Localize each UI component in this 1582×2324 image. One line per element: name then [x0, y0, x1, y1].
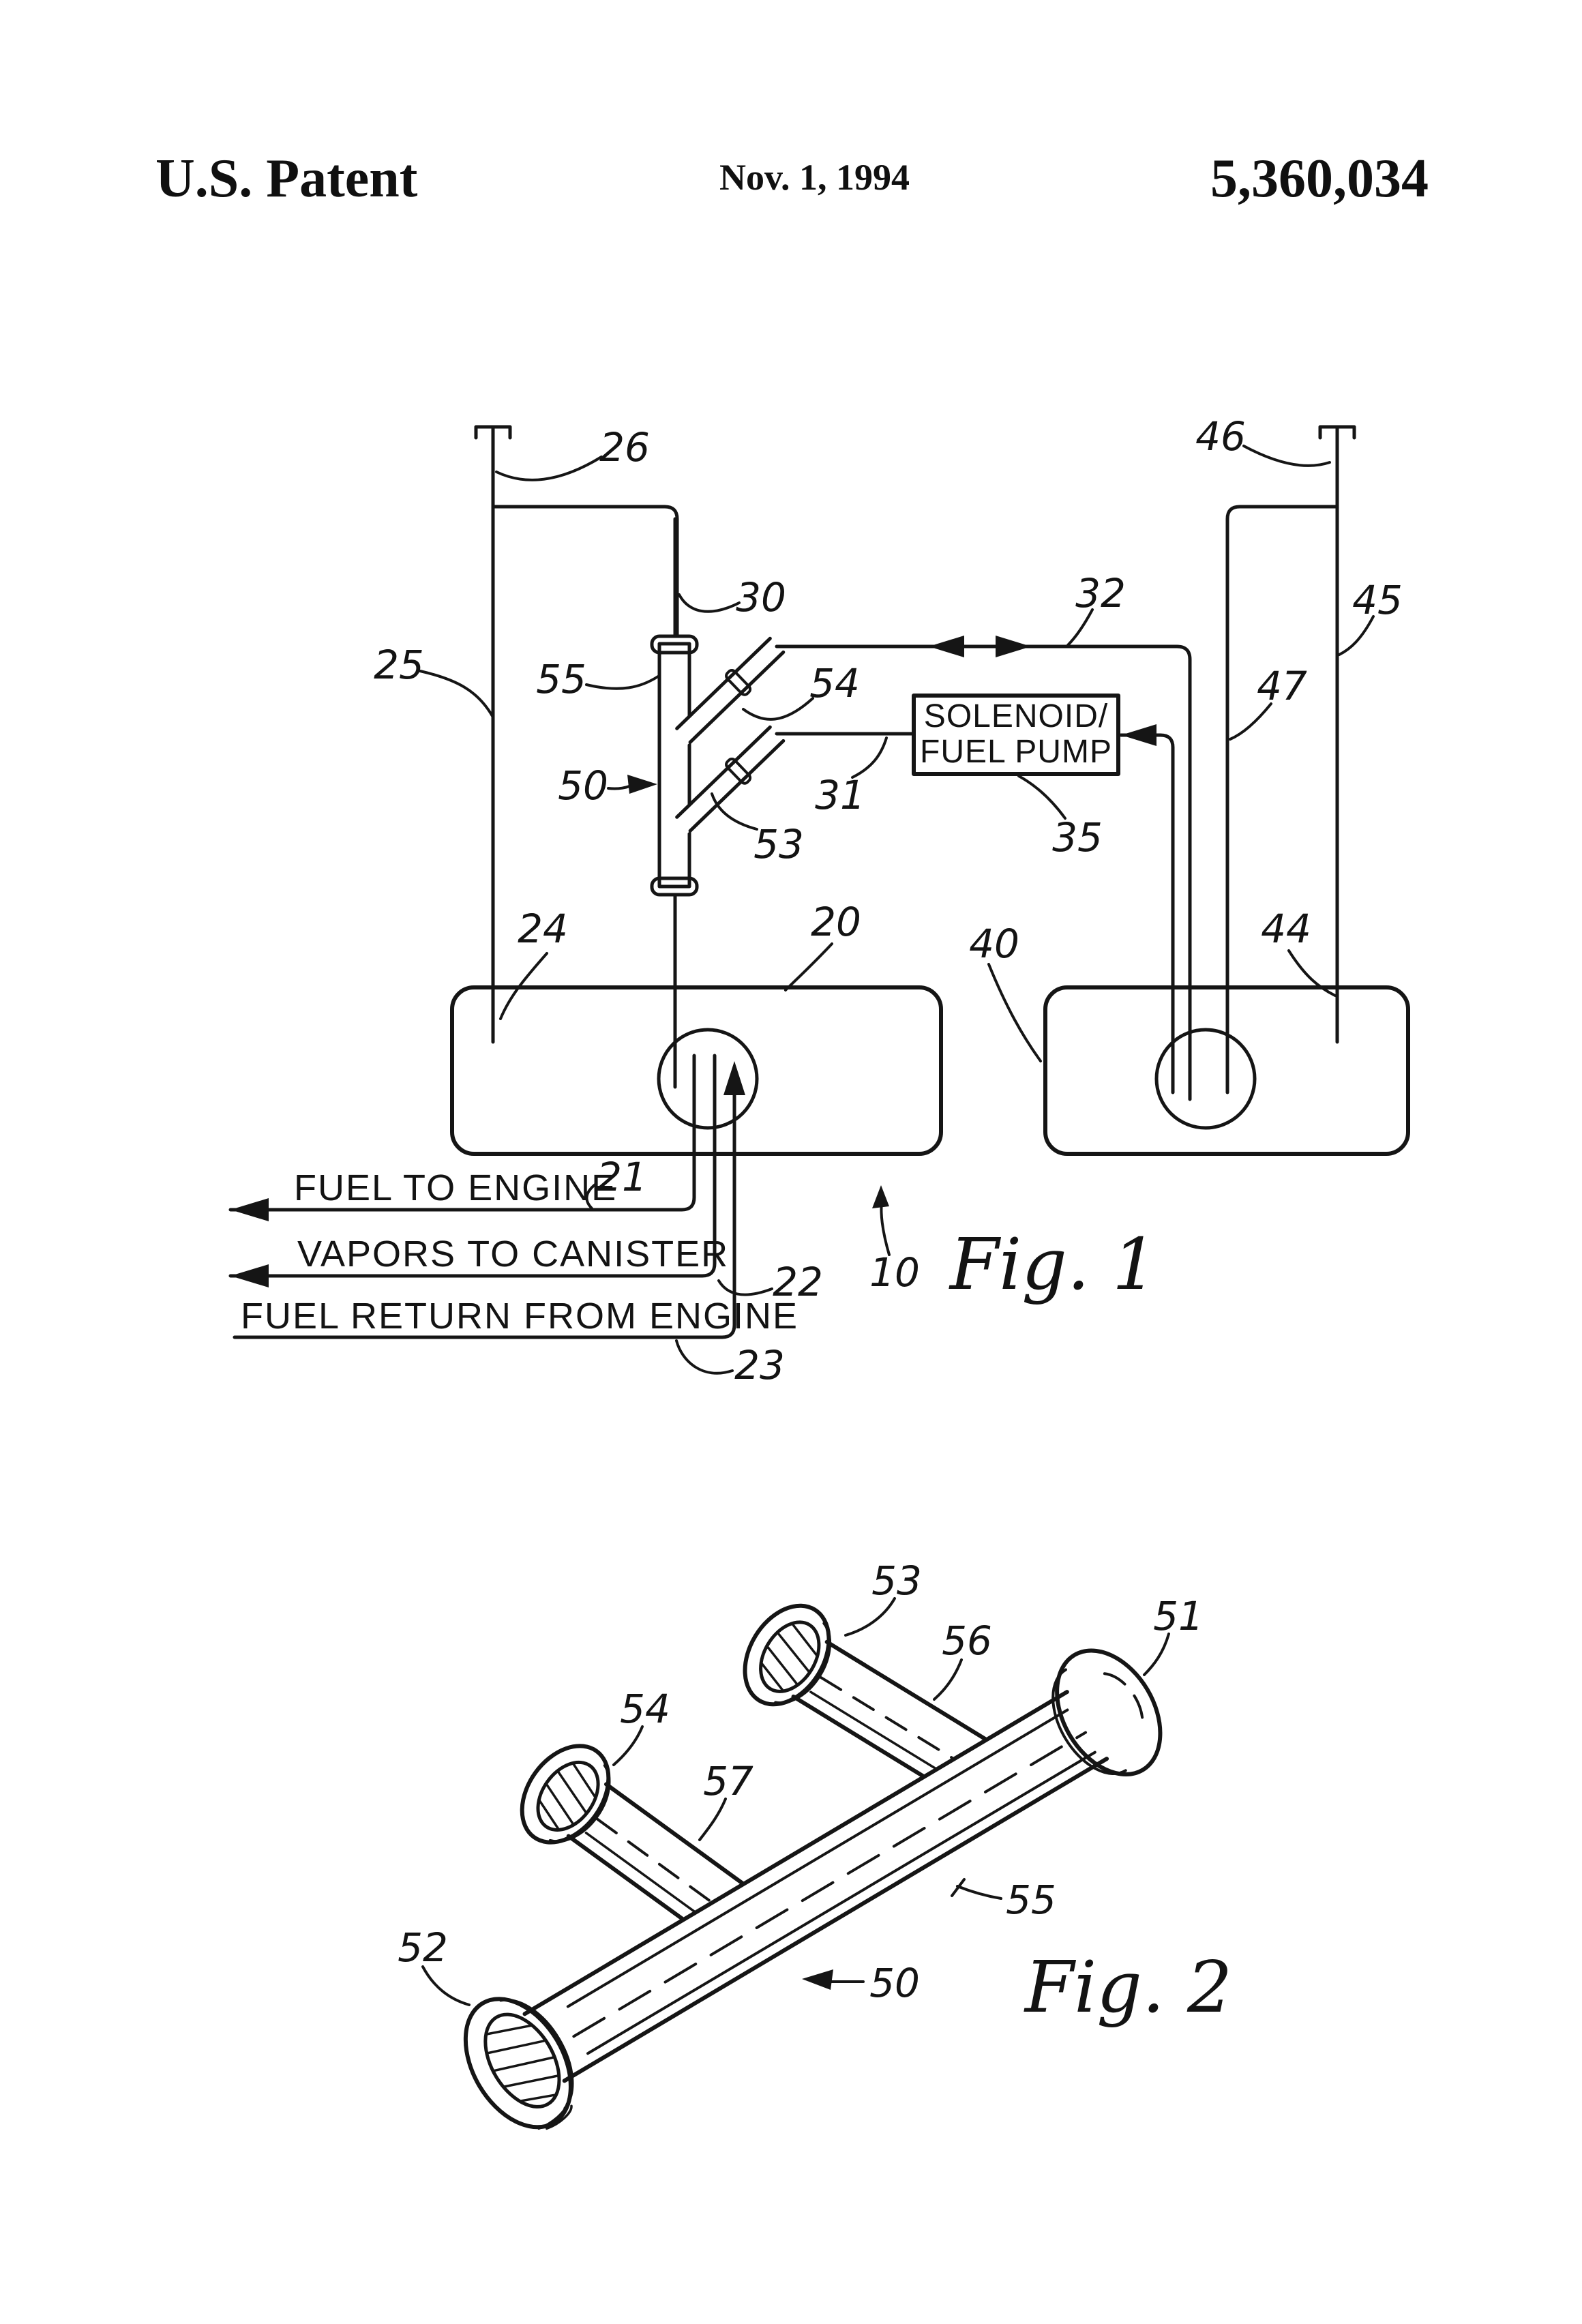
- filler-neck-right: [1225, 425, 1356, 1094]
- fig1-leaders: [419, 445, 1375, 1375]
- fig2-caption: Fig. 2: [1024, 1946, 1232, 2029]
- branch-tube-53: [674, 725, 786, 834]
- branch-flare-54: [520, 1744, 611, 1845]
- fuel-to-engine-line: [228, 1054, 696, 1212]
- fuel-return-line: [233, 1092, 736, 1339]
- ref-55: 55: [1006, 1877, 1056, 1923]
- flow-lines: FUEL TO ENGINE VAPORS TO CANISTER FUEL R…: [228, 1054, 799, 1339]
- pump-feed-line: [1119, 733, 1175, 1094]
- ref-21: 21: [597, 1154, 647, 1200]
- branch-collar: [725, 669, 752, 696]
- crossover-tube: [650, 517, 786, 1089]
- fig2-leaders: [421, 1597, 1170, 2006]
- arrow-left-icon: [230, 1198, 269, 1221]
- solenoid-box-label-2: FUEL PUMP: [920, 734, 1112, 770]
- ref-54: 54: [620, 1686, 670, 1732]
- ref-57: 57: [703, 1758, 753, 1804]
- branch-flare-53: [743, 1603, 831, 1707]
- ref-24: 24: [518, 906, 568, 952]
- ref-40: 40: [969, 921, 1019, 967]
- tube-edges: [522, 1690, 1109, 2083]
- ref-50: 50: [869, 1960, 920, 2006]
- fig1-reference-numbers: 26 25 30 55 50 54 53 31 32 35 45 46 47 4…: [374, 413, 1403, 1388]
- ref-44: 44: [1261, 906, 1311, 952]
- publication-date: Nov. 1, 1994: [719, 157, 910, 198]
- tube-collar-top: [650, 634, 699, 655]
- solenoid-box-label-1: SOLENOID/: [924, 698, 1108, 734]
- tube-opening: [483, 2012, 561, 2109]
- solenoid-fuel-pump: SOLENOID/ FUEL PUMP: [775, 694, 1175, 1094]
- ref-52: 52: [398, 1924, 448, 1971]
- ref-31: 31: [815, 772, 865, 818]
- flow-label-fuel-to-engine: FUEL TO ENGINE: [294, 1167, 617, 1208]
- branch-tube-54: [674, 636, 786, 745]
- arrow-right-icon: [627, 775, 657, 794]
- arrow-left-icon: [230, 1264, 269, 1287]
- arrow-up-icon: [723, 1061, 745, 1095]
- fill-tee-left: [491, 505, 679, 638]
- figure-2: 53 51 56 54 57 55 52 50 Fig. 2: [398, 1558, 1232, 2130]
- fuel-tank-2: [1043, 985, 1410, 1156]
- ref-35: 35: [1052, 814, 1103, 861]
- flow-label-fuel-return: FUEL RETURN FROM ENGINE: [241, 1296, 799, 1337]
- tube-flare-52: [463, 1997, 573, 2130]
- ref-23: 23: [734, 1342, 785, 1388]
- page-title: U.S. Patent: [155, 149, 418, 209]
- tube-body-fill: [659, 644, 689, 887]
- arrow-left-icon: [929, 636, 964, 657]
- ref-26: 26: [599, 424, 650, 471]
- arrow-left-icon: [802, 1969, 833, 1990]
- filler-neck-left: [474, 425, 679, 1044]
- ref-50: 50: [558, 762, 608, 809]
- ref-53: 53: [871, 1558, 922, 1604]
- opening-hatch: [473, 2023, 568, 2104]
- figure-1: SOLENOID/ FUEL PUMP FUEL TO ENGINE VAPOR…: [228, 413, 1410, 1388]
- vapors-line: [228, 1054, 717, 1278]
- fig2-reference-numbers: 53 51 56 54 57 55 52 50: [398, 1558, 1204, 2006]
- patent-number: 5,360,034: [1210, 149, 1429, 209]
- fig1-caption: Fig. 1: [949, 1223, 1157, 1306]
- ref-53: 53: [753, 821, 804, 867]
- opening-hatch: [758, 1615, 821, 1702]
- ref-56: 56: [942, 1618, 992, 1664]
- flow-label-vapors: VAPORS TO CANISTER: [297, 1234, 729, 1275]
- ref-51: 51: [1153, 1593, 1204, 1639]
- header: U.S. Patent Nov. 1, 1994 5,360,034: [155, 149, 1429, 209]
- ref-25: 25: [374, 642, 424, 688]
- tube-collar-bottom: [650, 876, 699, 897]
- tube-body: [657, 642, 691, 889]
- arrow-into-box-icon: [1121, 724, 1156, 746]
- vent-line-47: [1225, 505, 1339, 1094]
- ref-30: 30: [736, 574, 786, 621]
- vapor-line-32: [775, 636, 1192, 1101]
- arrow-right-icon: [996, 636, 1031, 657]
- ref-47: 47: [1257, 663, 1307, 709]
- solenoid-box: [912, 694, 1120, 776]
- pump-pickup-tank-1: [657, 1028, 759, 1130]
- branch-collar: [725, 758, 752, 785]
- ref-54: 54: [809, 660, 860, 706]
- fuel-tank-1: [450, 985, 943, 1156]
- tube-flare-51: [1055, 1648, 1163, 1776]
- ref-55: 55: [536, 656, 586, 702]
- ref-22: 22: [773, 1259, 823, 1305]
- arrow-up-icon: [872, 1185, 889, 1208]
- main-tube: [463, 1648, 1163, 2130]
- ref-32: 32: [1075, 570, 1126, 616]
- ref-45: 45: [1352, 577, 1403, 623]
- ref-46: 46: [1195, 413, 1246, 460]
- ref-20: 20: [811, 899, 861, 945]
- pump-pickup-tank-2: [1154, 1028, 1257, 1130]
- ref-10: 10: [869, 1249, 920, 1296]
- opening-hatch: [536, 1754, 599, 1841]
